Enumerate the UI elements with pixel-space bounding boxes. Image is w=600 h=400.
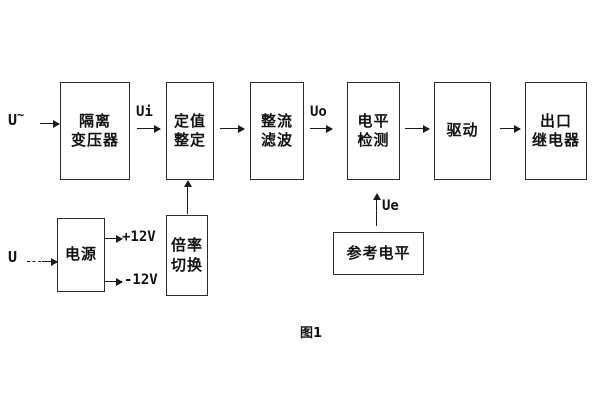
- block-setting-adjust-line2: 整定: [173, 131, 206, 149]
- signal-label-ue: Ue: [382, 198, 399, 214]
- block-output-relay: 出口 继电器: [525, 82, 587, 180]
- block-ratio-switch-line2: 切换: [170, 255, 203, 274]
- dc-input-terminal-label: U: [8, 248, 17, 266]
- block-setting-adjust-line1: 定值: [173, 111, 206, 130]
- block-level-detect-line1: 电平: [357, 111, 390, 130]
- dc-input-dash-marker: [27, 261, 41, 262]
- arrow-dc-input-to-power-supply: [42, 257, 58, 266]
- block-level-detect-line2: 检测: [357, 131, 390, 149]
- arrow-setting-to-rectify: [220, 124, 245, 133]
- block-isolation-transformer-line1: 隔离: [78, 111, 111, 130]
- block-ratio-switch-line1: 倍率: [170, 236, 203, 255]
- ac-input-tilde: ~: [17, 108, 25, 122]
- arrow-power-rail-negative: [105, 277, 123, 286]
- block-isolation-transformer-line2: 变压器: [70, 131, 119, 149]
- block-isolation-transformer: 隔离 变压器: [60, 82, 130, 180]
- power-rail-negative-label: -12V: [124, 272, 158, 288]
- arrow-reference-level-to-level-detect: [372, 193, 381, 226]
- block-setting-adjust: 定值 整定: [166, 82, 214, 180]
- block-power-supply: 电源: [57, 218, 105, 292]
- block-output-relay-line1: 出口: [539, 111, 572, 130]
- signal-label-uo: Uo: [310, 104, 327, 120]
- block-drive: 驱动: [434, 82, 491, 180]
- arrow-ratio-switch-to-setting: [183, 180, 192, 214]
- block-drive-line1: 驱动: [446, 121, 479, 140]
- power-rail-positive-label: +12V: [122, 229, 156, 245]
- arrow-ac-input-to-transformer: [40, 119, 60, 128]
- block-rectify-filter-line2: 滤波: [260, 131, 293, 149]
- block-level-detect: 电平 检测: [347, 82, 400, 180]
- arrow-power-rail-positive: [105, 234, 123, 243]
- arrow-transformer-to-setting: [137, 124, 161, 133]
- arrow-rectify-to-level-detect: [310, 124, 333, 133]
- block-power-supply-line1: 电源: [64, 245, 97, 264]
- block-reference-level-line1: 参考电平: [346, 243, 411, 262]
- block-rectify-filter-line1: 整流: [260, 111, 293, 130]
- block-output-relay-line2: 继电器: [531, 131, 580, 149]
- dc-input-symbol: U: [8, 248, 18, 266]
- block-rectify-filter: 整流 滤波: [250, 82, 304, 180]
- signal-label-ui: Ui: [136, 104, 153, 120]
- arrow-level-detect-to-drive: [405, 124, 430, 133]
- ac-input-symbol: U: [8, 111, 18, 129]
- block-ratio-switch: 倍率 切换: [166, 215, 208, 296]
- ac-input-terminal-label: U~: [8, 108, 24, 129]
- arrow-drive-to-output-relay: [500, 124, 521, 133]
- block-reference-level: 参考电平: [333, 232, 424, 275]
- figure-caption: 图1: [300, 326, 323, 341]
